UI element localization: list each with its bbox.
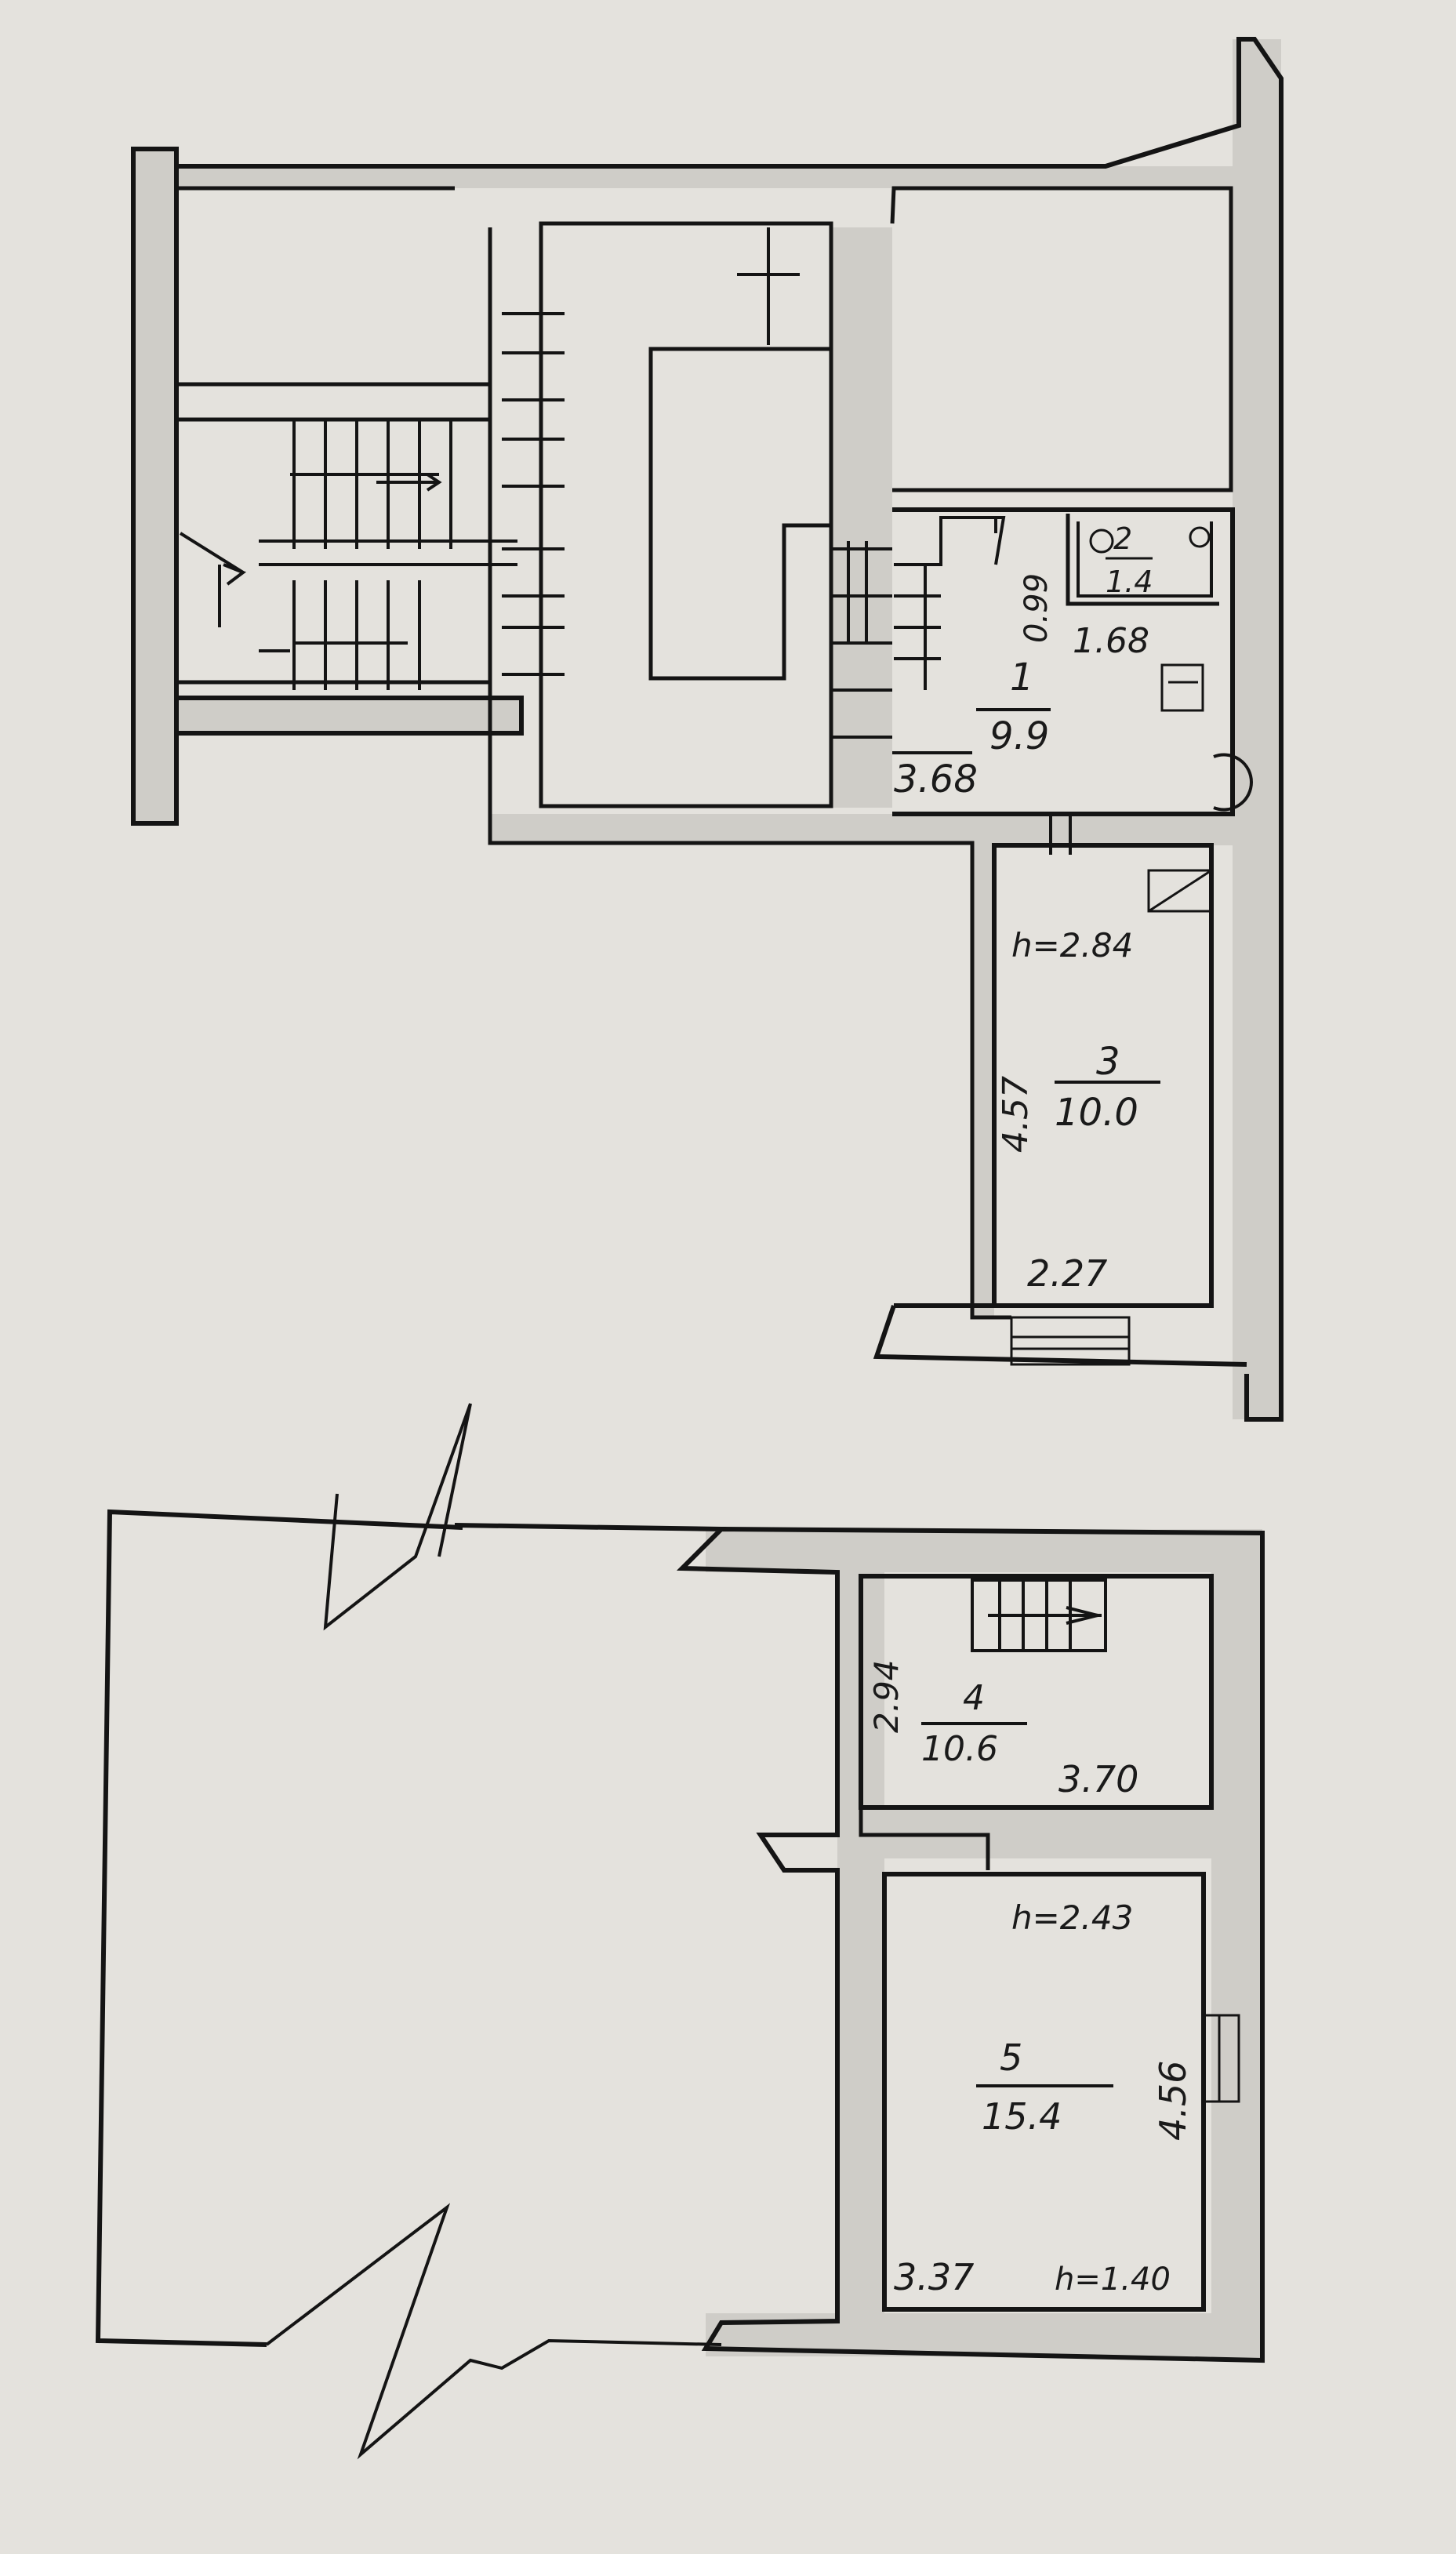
room-area: 10.6 <box>921 1729 998 1769</box>
outline-shaft <box>539 221 833 808</box>
room-dim: 4.56 <box>1152 2061 1194 2141</box>
bathtub-icon <box>1213 753 1253 812</box>
wall-corridor <box>176 698 521 733</box>
outline-right-room <box>890 186 1233 492</box>
outline-bathroom <box>1066 514 1219 606</box>
wall-lower-right <box>1211 1529 1262 2360</box>
stove-icon <box>1160 663 1204 712</box>
room-dim: h=2.84 <box>1011 926 1133 965</box>
room-number: 3 <box>1096 1040 1120 1084</box>
outline-lower-outer <box>95 1509 463 2347</box>
room-area: 1.4 <box>1106 565 1153 599</box>
wall-right <box>1233 39 1281 1419</box>
room-area: 15.4 <box>982 2095 1062 2138</box>
stair-arrow-icon <box>376 473 442 492</box>
outline-room4 <box>859 1574 1214 1810</box>
sink-icon <box>1189 526 1211 548</box>
stair-arrow-icon <box>179 532 247 586</box>
room-dim: 3.68 <box>894 757 978 801</box>
room-dim: h=2.43 <box>1011 1898 1133 1937</box>
stair-arrow-icon <box>1066 1606 1098 1625</box>
wc-icon <box>1077 521 1213 598</box>
wall-room3-left <box>972 816 994 1317</box>
stove-icon <box>1147 869 1213 913</box>
wall-bottom-upper <box>490 814 1282 845</box>
outline-break-bottom <box>265 2203 722 2460</box>
stairs-lower <box>971 1579 1107 1652</box>
room-dim: 4.57 <box>996 1076 1036 1153</box>
outline-upper-left-room <box>174 188 490 387</box>
room-area: 9.9 <box>989 714 1049 758</box>
outline-left <box>131 147 179 826</box>
wall-top <box>176 166 1243 188</box>
outline-inner-block <box>648 347 833 681</box>
room-dim: 1.68 <box>1073 621 1149 661</box>
upper-floor-plan: 1 9.9 3.68 0.99 1.68 2 1.4 h=2.84 4.57 3… <box>131 37 1284 1422</box>
outline-room3 <box>992 843 1214 1308</box>
room-dim: 2.94 <box>867 1659 906 1733</box>
break-line <box>323 1403 472 1631</box>
room-dim: 2.27 <box>1027 1252 1107 1295</box>
outline-room1 <box>892 507 1235 816</box>
wall-left <box>133 149 176 823</box>
room-number: 5 <box>1000 2036 1022 2079</box>
outline-room5 <box>882 1872 1206 2312</box>
room-dim: 0.99 <box>1018 573 1055 643</box>
outline-corridor <box>176 696 524 736</box>
wall-lower-top <box>706 1529 1254 1572</box>
room-area: 10.0 <box>1055 1091 1138 1135</box>
outline-balcony-upper <box>873 1303 1247 1367</box>
room-dim: 3.70 <box>1058 1758 1138 1800</box>
outline-sep <box>859 1805 1211 1870</box>
stairs-upper <box>259 227 1072 855</box>
room-dim: h=1.40 <box>1055 2262 1171 2298</box>
room-number: 1 <box>1010 656 1034 699</box>
room-number: 4 <box>963 1678 985 1718</box>
outline-top <box>176 37 1284 1422</box>
wall-mid-col <box>831 227 892 808</box>
outline-lower-top <box>454 1523 1265 2363</box>
room-dim: 3.37 <box>894 2256 974 2298</box>
outline-column-left <box>488 227 1011 1320</box>
room-number: 2 <box>1113 521 1132 556</box>
lower-floor-plan: 2.94 4 10.6 3.70 h=2.43 5 15.4 4.56 3.37… <box>95 1509 1265 2460</box>
window-icon <box>1010 1316 1131 1366</box>
window-icon <box>1202 2014 1240 2103</box>
